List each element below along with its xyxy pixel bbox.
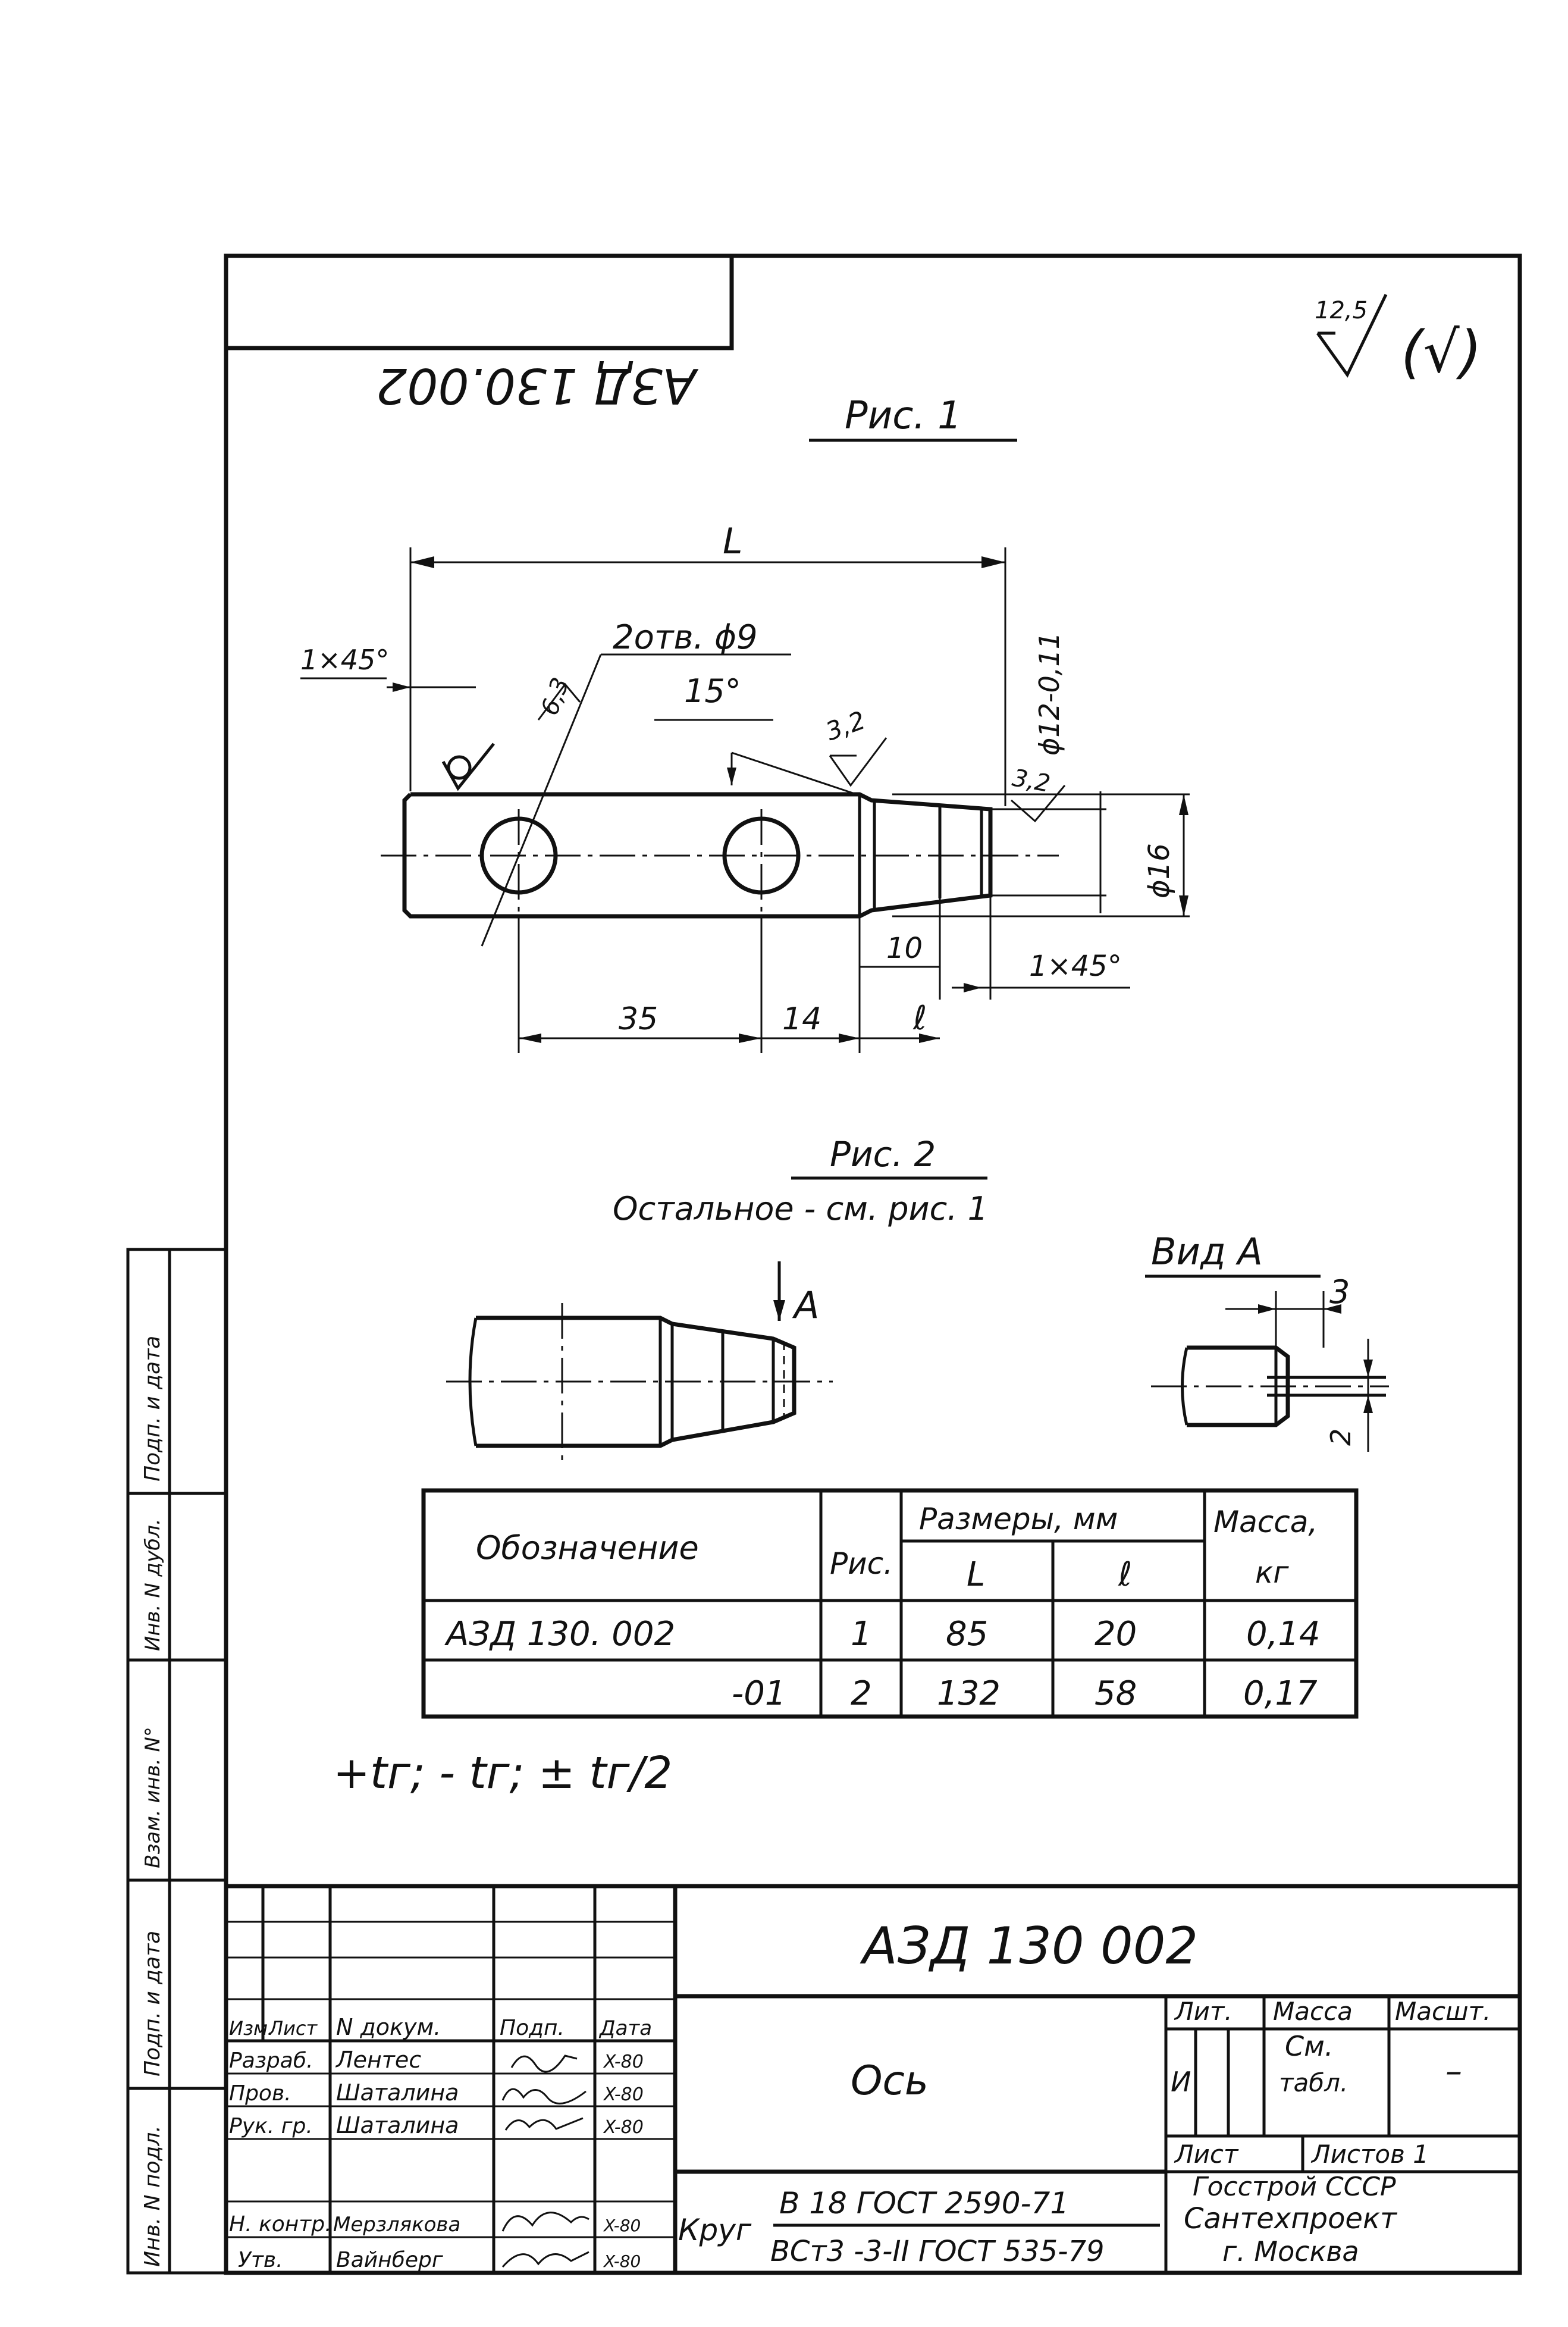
tb-col-izm: Изм.	[229, 2017, 274, 2040]
tb-sheets-label: Листов 1	[1310, 2140, 1429, 2169]
tb-material-top: В 18 ГОСТ 2590-71	[779, 2186, 1069, 2220]
tb-mass-value-1: См.	[1285, 2030, 1333, 2062]
view-a-dim-3: 3	[1329, 1273, 1350, 1311]
side-stamp-5: Инв. N подл.	[140, 2125, 165, 2267]
fig1-angle: 15°	[684, 672, 741, 710]
tb-name-1: Лентес	[335, 2047, 421, 2073]
tb-date-4: X-80	[603, 2216, 641, 2235]
tb-h-mass: Масса	[1273, 1997, 1353, 2026]
side-stamp: Подп. и дата Инв. N дубл. Взам. инв. N° …	[126, 1248, 228, 2275]
title-block: АЗД 130 002 Ось Круг В 18 ГОСТ 2590-71 В…	[224, 1884, 1522, 2275]
tb-org-3: г. Москва	[1222, 2235, 1359, 2268]
table-row-1-l: 20	[1095, 1615, 1137, 1653]
tb-h-lit: Лит.	[1174, 1997, 1233, 2026]
tb-role-3: Рук. гр.	[229, 2114, 313, 2138]
side-stamp-1: Подп. и дата	[140, 1336, 165, 1482]
fig1-chamfer-right: 1×45°	[1029, 950, 1122, 983]
fig1-holes-note: 2отв. ϕ9	[613, 618, 758, 657]
tb-lit-value: И	[1171, 2066, 1191, 2098]
table-row-2-designation: -01	[732, 1674, 786, 1713]
side-stamp-2: Инв. N дубл.	[141, 1518, 165, 1651]
view-a: Вид А 3 2	[1145, 1230, 1389, 1452]
fig2-section-mark: A	[792, 1283, 819, 1327]
tb-role-2: Пров.	[229, 2081, 291, 2106]
tb-name-3: Шаталина	[336, 2112, 459, 2138]
table-row-1-L: 85	[946, 1615, 988, 1653]
table-row-2-fig: 2	[851, 1674, 872, 1713]
tb-signature-5	[501, 2251, 589, 2268]
fig1-dia-tol: ϕ12-0,11	[1033, 632, 1065, 756]
table-row-1-fig: 1	[851, 1615, 872, 1653]
table-h-designation: Обозначение	[476, 1529, 699, 1567]
fig1: Рис. 1 L 1×45° 2отв. ϕ9 6,3	[300, 394, 1190, 1053]
view-a-dim-2: 2	[1325, 1429, 1357, 1446]
tb-col-sign: Подп.	[500, 2016, 565, 2040]
tb-role-5: Утв.	[238, 2248, 283, 2272]
fig1-rough-32-a: 3,2	[822, 706, 870, 747]
tb-name-2: Шаталина	[336, 2079, 459, 2106]
tb-part-name: Ось	[851, 2057, 929, 2104]
tb-scale-value: –	[1445, 2052, 1462, 2091]
mirrored-code-box: АЗД 130.002	[224, 253, 734, 414]
tb-date-5: X-80	[603, 2251, 641, 2271]
tolerance-note: +tг; - tг; ± tг/2	[333, 1747, 672, 1799]
table-h-mass-unit: кг	[1255, 1555, 1289, 1590]
roughness-paren: (√)	[1401, 319, 1482, 386]
side-stamp-3: Взам. инв. N°	[141, 1727, 165, 1868]
roughness-symbol: 12,5 (√)	[1315, 293, 1482, 386]
fig1-rough-32-b: 3,2	[1010, 765, 1052, 798]
tb-date-2: X-80	[603, 2084, 644, 2105]
tb-org-1: Госстрой СССР	[1193, 2172, 1396, 2202]
fig2: Рис. 2 Остальное - см. рис. 1 A	[446, 1134, 988, 1464]
table-h-dims: Размеры, мм	[919, 1502, 1118, 1536]
fig1-title: Рис. 1	[845, 394, 962, 438]
fig1-dim-l: ℓ	[912, 999, 927, 1038]
fig1-dim-35: 35	[619, 1001, 658, 1037]
table-h-l: ℓ	[1118, 1555, 1132, 1594]
fig2-shaft-body	[476, 1316, 796, 1448]
tb-col-doc: N докум.	[336, 2014, 441, 2040]
tb-sheet-label: Лист	[1174, 2140, 1239, 2169]
fig1-chamfer-left: 1×45°	[300, 644, 389, 676]
tb-date-1: X-80	[603, 2052, 644, 2072]
view-a-title: Вид А	[1151, 1230, 1263, 1273]
table-row-2-l: 58	[1095, 1674, 1137, 1713]
fig2-subtitle: Остальное - см. рис. 1	[613, 1190, 988, 1227]
tb-name-4: Мерзлякова	[333, 2213, 460, 2237]
tb-material-prefix: Круг	[678, 2213, 752, 2247]
table-row-2-mass: 0,17	[1243, 1674, 1318, 1713]
tb-material-bottom: ВСт3 -3-II ГОСТ 535-79	[770, 2235, 1105, 2268]
tb-role-4: Н. контр.	[229, 2212, 332, 2237]
fig1-dia-16: ϕ16	[1143, 843, 1176, 898]
mirrored-code: АЗД 130.002	[376, 357, 699, 414]
tb-mass-value-2: табл.	[1279, 2068, 1348, 2097]
side-stamp-4: Подп. и дата	[140, 1931, 165, 2077]
table-row-1-designation: АЗД 130. 002	[444, 1615, 675, 1653]
fig1-dim-L: L	[723, 521, 742, 562]
table-h-mass: Масса,	[1213, 1505, 1318, 1539]
tb-col-list: Лист	[268, 2017, 318, 2040]
tb-doc-code: АЗД 130 002	[860, 1916, 1198, 1976]
parts-table: Обозначение Рис. Размеры, мм L ℓ Масса, …	[421, 1488, 1359, 1719]
table-h-fig: Рис.	[830, 1546, 893, 1581]
fig1-dim-10: 10	[886, 932, 923, 965]
tb-signature-3	[504, 2117, 584, 2131]
tb-col-date: Дата	[598, 2016, 652, 2040]
tb-name-5: Вайнберг	[336, 2248, 444, 2272]
tb-date-3: X-80	[603, 2117, 644, 2138]
fig1-shaft-body	[402, 792, 993, 919]
tb-signature-2	[501, 2088, 587, 2104]
tb-org-2: Сантехпроект	[1184, 2202, 1398, 2235]
tb-h-scale: Масшт.	[1395, 1997, 1491, 2026]
tb-signature-4	[501, 2212, 589, 2232]
roughness-value: 12,5	[1315, 297, 1368, 324]
table-h-L: L	[967, 1555, 985, 1594]
fig2-title: Рис. 2	[830, 1134, 936, 1175]
tb-signature-1	[510, 2054, 578, 2073]
table-row-1-mass: 0,14	[1246, 1615, 1321, 1653]
table-row-2-L: 132	[937, 1674, 1001, 1713]
fig1-dim-14: 14	[782, 1001, 821, 1037]
tb-role-1: Разраб.	[229, 2049, 313, 2073]
